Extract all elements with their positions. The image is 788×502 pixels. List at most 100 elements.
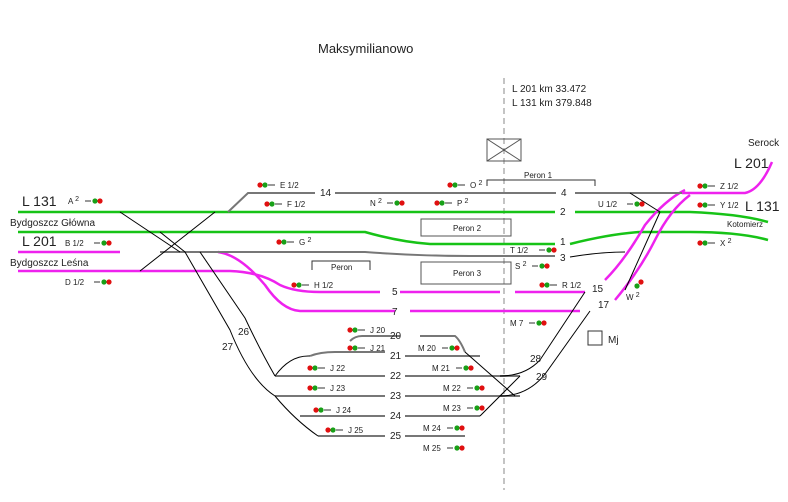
signal-m21[interactable]: M 21	[432, 364, 474, 373]
dir-right-dest-131: Kotomierz	[727, 220, 763, 229]
signal-label: M 25	[423, 444, 441, 453]
signal-d[interactable]: D 1/2	[65, 278, 112, 287]
signal-lamp-icon	[539, 247, 557, 253]
signal-x[interactable]: X 2	[697, 238, 732, 248]
signal-t[interactable]: T 1/2	[510, 246, 557, 255]
signal-lamp-icon	[347, 345, 365, 351]
signal-j23[interactable]: J 23	[307, 384, 346, 393]
signal-lamp-icon	[276, 239, 294, 245]
signal-m22[interactable]: M 22	[443, 384, 485, 393]
signal-label: M 22	[443, 384, 461, 393]
track-label-2: 2	[560, 207, 566, 218]
signal-label: T 1/2	[510, 246, 529, 255]
station-building-icon	[486, 138, 522, 162]
dir-right-dest-201: Serock	[748, 138, 780, 149]
crossover-east	[624, 192, 661, 291]
signal-m25[interactable]: M 25	[423, 444, 465, 453]
platform-1: Peron 1	[524, 171, 553, 180]
track-4-14	[227, 192, 682, 213]
signal-lamp-icon	[291, 282, 309, 288]
track-label-21: 21	[390, 351, 402, 362]
signal-lamp-icon	[697, 183, 715, 189]
signal-label: Y 1/2	[720, 201, 739, 210]
track-26	[199, 251, 276, 377]
signal-label: M 21	[432, 364, 450, 373]
track-label-1: 1	[560, 237, 566, 248]
signal-lamp-icon	[697, 240, 715, 246]
signal-m23[interactable]: M 23	[443, 404, 485, 413]
signal-lamp-icon	[697, 202, 715, 208]
signal-e[interactable]: E 1/2	[257, 181, 299, 190]
track-label-20: 20	[390, 331, 402, 342]
track-29	[499, 310, 591, 397]
signal-lamp-icon	[347, 327, 365, 333]
signal-label: N 2	[370, 198, 382, 208]
signal-label: R 1/2	[562, 281, 582, 290]
signal-lamp-icon	[307, 365, 325, 371]
signal-n[interactable]: N 2	[370, 198, 405, 208]
signal-f[interactable]: F 1/2	[264, 200, 306, 209]
signal-j20[interactable]: J 20	[347, 326, 386, 335]
signal-lamp-icon	[85, 198, 103, 204]
signal-label: F 1/2	[287, 200, 306, 209]
dir-right-line-201: L 201	[734, 155, 769, 171]
signal-lamp-icon	[638, 279, 644, 285]
signal-j21[interactable]: J 21	[347, 344, 386, 353]
dir-left-dest-131: Bydgoszcz Główna	[10, 218, 95, 229]
signal-label: M 7	[510, 319, 524, 328]
signal-j25[interactable]: J 25	[325, 426, 364, 435]
track-27	[184, 251, 276, 397]
signal-label: J 22	[330, 364, 346, 373]
axis-km-l131: L 131 km 379.848	[512, 98, 592, 109]
platform-small: Peron	[331, 263, 352, 272]
track-21	[309, 351, 480, 357]
track-label-25: 25	[390, 431, 402, 442]
signal-label: J 23	[330, 384, 346, 393]
track-label-28: 28	[530, 354, 542, 365]
signal-w[interactable]: W 2	[626, 279, 644, 302]
track-label-5: 5	[392, 287, 398, 298]
signal-m20[interactable]: M 20	[418, 344, 460, 353]
signal-m7[interactable]: M 7	[510, 319, 547, 328]
signal-g[interactable]: G 2	[276, 237, 311, 247]
signal-j22[interactable]: J 22	[307, 364, 346, 373]
track-label-14: 14	[320, 188, 332, 199]
signal-r[interactable]: R 1/2	[539, 281, 582, 290]
signal-lamp-icon	[94, 240, 112, 246]
signal-label: M 24	[423, 424, 441, 433]
dir-right-line-131: L 131	[745, 198, 780, 214]
track-5	[18, 269, 585, 294]
axis-km-l201: L 201 km 33.472	[512, 84, 587, 95]
signal-z[interactable]: Z 1/2	[697, 182, 739, 191]
signal-y[interactable]: Y 1/2	[697, 201, 739, 210]
track-7	[217, 250, 580, 313]
signal-s[interactable]: S 2	[515, 261, 550, 271]
track-label-7: 7	[392, 307, 398, 318]
signal-lamp-icon	[442, 345, 460, 351]
station-title: Maksymilianowo	[318, 41, 413, 56]
signal-o[interactable]: O 2	[447, 180, 482, 190]
signal-b[interactable]: B 1/2	[65, 239, 112, 248]
signal-u[interactable]: U 1/2	[598, 200, 645, 209]
signal-j24[interactable]: J 24	[313, 406, 352, 415]
signal-m24[interactable]: M 24	[423, 424, 465, 433]
signal-label: X 2	[720, 238, 732, 248]
signal-lamp-icon	[264, 201, 282, 207]
track-15	[604, 188, 686, 281]
signal-label: Z 1/2	[720, 182, 739, 191]
signal-a[interactable]: A 2	[68, 196, 103, 206]
track-label-29: 29	[536, 372, 548, 383]
signal-label: D 1/2	[65, 278, 85, 287]
track-28	[274, 291, 586, 437]
signal-label: S 2	[515, 261, 527, 271]
dir-left-line-201: L 201	[22, 233, 57, 249]
track-label-3: 3	[560, 253, 566, 264]
signal-label: M 23	[443, 404, 461, 413]
signal-h[interactable]: H 1/2	[291, 281, 334, 290]
signal-label: U 1/2	[598, 200, 618, 209]
platform-2-box	[420, 218, 512, 237]
track-label-26: 26	[238, 327, 250, 338]
track-l201-serock	[682, 161, 774, 195]
signal-p[interactable]: P 2	[434, 198, 468, 208]
